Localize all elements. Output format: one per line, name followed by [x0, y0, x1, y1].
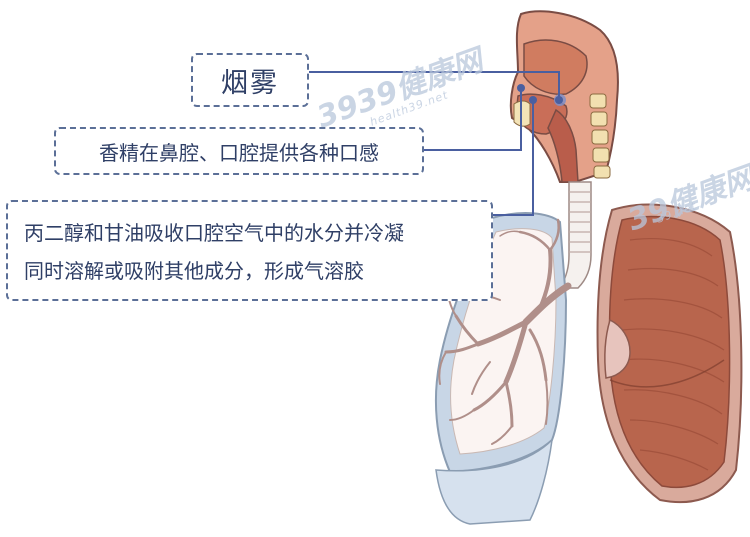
connector-dots [517, 84, 563, 104]
label-smoke-text: 烟雾 [221, 67, 279, 99]
label-glycol-line2: 同时溶解或吸附其他成分，形成气溶胶 [24, 259, 364, 283]
connector-lines [309, 71, 560, 216]
pleura-bottom [435, 437, 554, 525]
connector-smoke [309, 71, 560, 100]
alveoli-texture [621, 237, 725, 471]
lung-fissure [609, 359, 725, 388]
bronchial-tree [438, 218, 572, 445]
hilum [604, 318, 631, 379]
label-smoke: 烟雾 [191, 53, 309, 107]
nasal-cavity [523, 39, 588, 96]
label-glycol: 丙二醇和甘油吸收口腔空气中的水分并冷凝 同时溶解或吸附其他成分，形成气溶胶 [6, 200, 493, 301]
connector-flavor [424, 88, 522, 151]
head-cross-section [509, 10, 619, 183]
label-flavor: 香精在鼻腔、口腔提供各种口感 [54, 127, 424, 175]
label-glycol-line1: 丙二醇和甘油吸收口腔空气中的水分并冷凝 [24, 221, 404, 245]
trachea [558, 181, 592, 289]
right-lung [596, 203, 743, 504]
vertebrae [589, 93, 611, 179]
label-flavor-text: 香精在鼻腔、口腔提供各种口感 [99, 140, 379, 165]
connector-glycol [493, 100, 534, 216]
